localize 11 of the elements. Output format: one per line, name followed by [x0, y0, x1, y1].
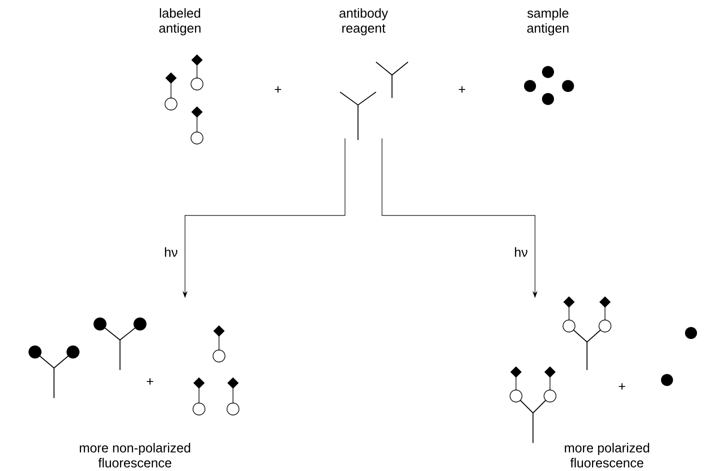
result-label: more non-polarized fluorescence — [80, 442, 190, 468]
plus-sign: + — [274, 86, 282, 93]
component-label: sample antigen — [527, 8, 568, 36]
plus-sign: + — [458, 86, 466, 93]
edge-label: hν — [164, 247, 178, 257]
plus-sign: + — [146, 378, 154, 385]
plus-sign: + — [618, 383, 626, 390]
edge-label: hν — [514, 247, 528, 257]
result-label: more polarized fluorescence — [564, 442, 650, 468]
component-label: antibody reagent — [339, 8, 388, 36]
component-label: labeled antigen — [159, 8, 200, 36]
